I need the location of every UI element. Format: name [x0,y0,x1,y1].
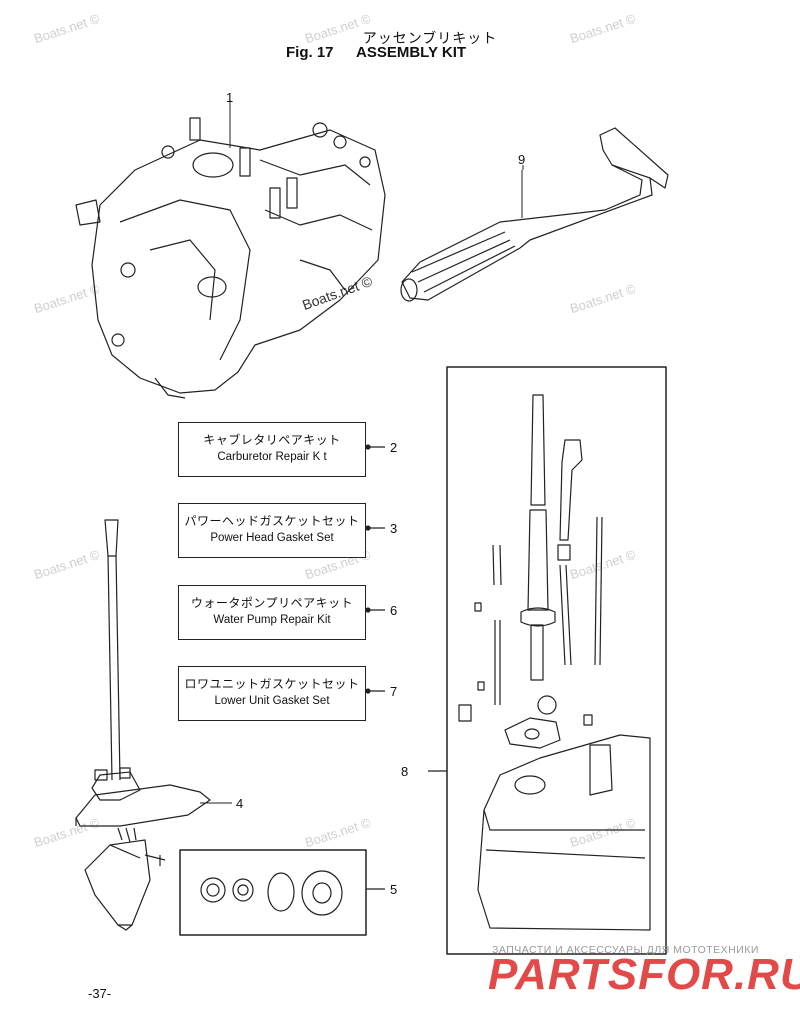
figure-number: Fig. 17 [286,44,334,61]
part-number-6: 6 [390,603,398,618]
kit-label-en: Water Pump Repair Kit [213,614,331,626]
kit-label-en: Power Head Gasket Set [210,532,334,544]
shop-tagline: ЗАПЧАСТИ И АКСЕССУАРЫ ДЛЯ МОТОТЕХНИКИ [492,944,759,956]
part-number-1: 1 [226,90,234,105]
kit-label-jp: キャブレタリペアキット [203,433,341,447]
kit-label-en: Carburetor Repair K t [217,451,327,463]
tiller-handle-drawing [400,127,669,302]
kit-box-water-pump: ウォータポンプリペアキット Water Pump Repair Kit [178,585,366,640]
figure-title: ASSEMBLY KIT [356,44,467,61]
part-number-7: 7 [390,684,398,699]
lower-unit-drawing [75,519,232,931]
kit-box-carburetor: キャブレタリペアキット Carburetor Repair K t [178,422,366,477]
part-number-9: 9 [518,152,526,167]
seal-kit-drawing [179,849,385,936]
part-number-8: 8 [401,764,409,779]
part-number-5: 5 [390,882,398,897]
shop-logo: PARTSFOR.RU [488,950,800,999]
power-head-drawing [75,100,386,399]
title-japanese: アッセンブリキット [362,30,498,46]
part-number-3: 3 [390,521,398,536]
kit-connectors [365,444,385,694]
kit-label-jp: パワーヘッドガスケットセット [184,514,360,528]
kit-label-en: Lower Unit Gasket Set [214,695,330,707]
part-number-2: 2 [390,440,398,455]
page-number: -37- [88,986,112,1001]
housing-kit-drawing [428,366,667,955]
kit-box-lower-unit-gasket: ロワユニットガスケットセット Lower Unit Gasket Set [178,666,366,721]
kit-label-jp: ウォータポンプリペアキット [190,596,354,610]
kit-label-jp: ロワユニットガスケットセット [184,677,360,691]
kit-box-power-head-gasket: パワーヘッドガスケットセット Power Head Gasket Set [178,503,366,558]
part-number-4: 4 [236,796,244,811]
